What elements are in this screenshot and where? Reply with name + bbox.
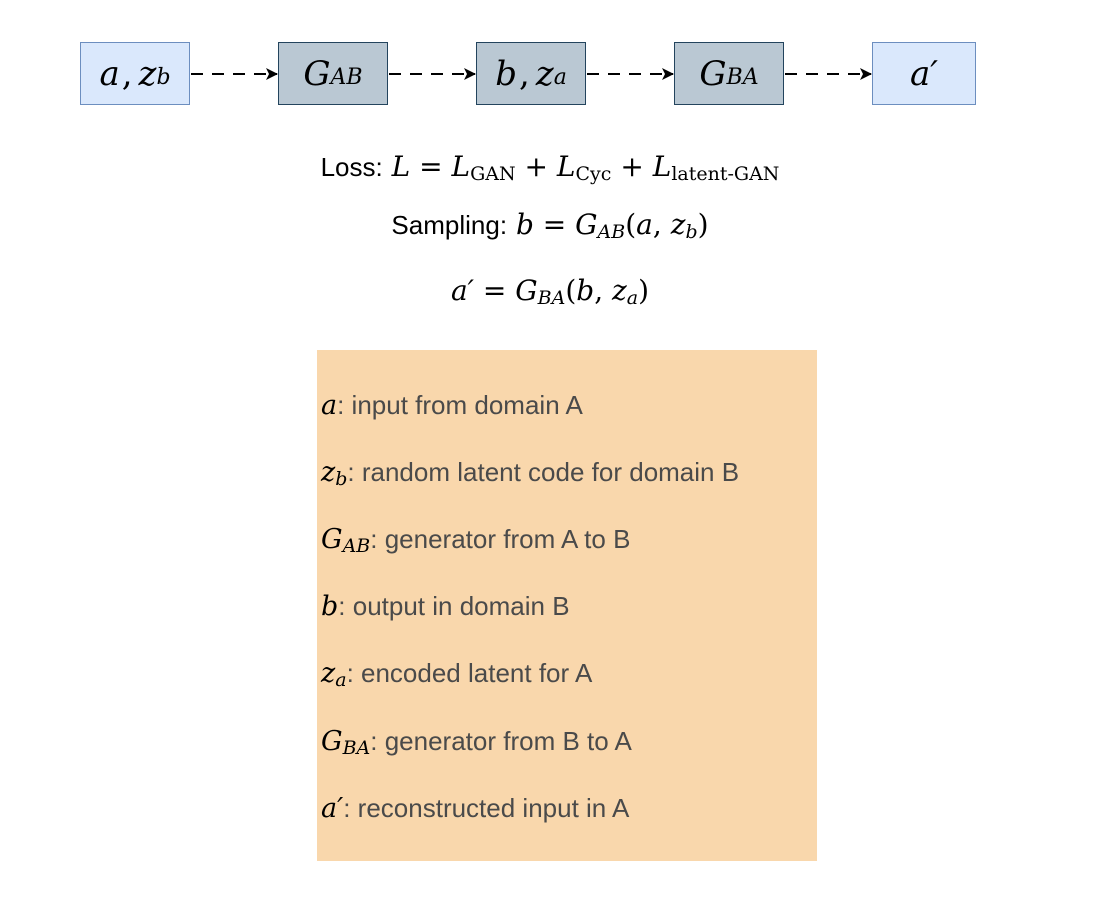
loss-label: Loss: [320,152,383,182]
node-subscript: AB [330,65,363,90]
node-separator: , [518,53,530,94]
legend-item-b: b: output in domain B [321,591,570,622]
legend-symbol-subscript: AB [342,535,371,557]
reconstruction-equation: a′ = GBA(b, za) [0,274,1100,309]
legend-item-a: a: input from domain A [321,390,583,421]
legend-symbol-base: G [321,524,343,555]
legend-text: : input from domain A [337,390,583,420]
node-symbol: z [535,53,554,94]
node-subscript: b [156,65,171,90]
sampling-label: Sampling: [391,210,508,240]
math-paren: ) [697,208,709,241]
legend-item-aprime: a′: reconstructed input in A [321,793,629,824]
legend-item-gba: GBA: generator from B to A [321,726,632,759]
node-symbol: a′ [910,53,938,94]
legend-item-gab: GAB: generator from A to B [321,524,631,557]
loss-equation: Loss: L = LGAN + LCyc + Llatent-GAN [0,150,1100,185]
legend-item-za: za: encoded latent for A [321,658,593,691]
legend-symbol-subscript: BA [342,737,371,759]
node-symbol: G [303,53,331,94]
legend-symbol-base: a′ [321,793,344,824]
math-subscript: b [685,221,698,243]
math-symbol: a [636,208,653,241]
math-subscript: AB [597,221,626,243]
math-symbol: G [575,208,598,241]
math-symbol: b [515,208,534,241]
math-subscript: latent-GAN [671,163,780,185]
math-paren: ) [638,274,650,307]
math-operator: = [419,150,443,183]
node-symbol: z [138,53,157,94]
math-operator: = [542,208,567,241]
node-separator: , [121,53,133,94]
legend-text: : reconstructed input in A [343,793,630,823]
flow-arrows [191,68,872,80]
legend-text: : output in domain B [338,591,570,621]
math-subscript: a [626,287,639,309]
legend-text: : random latent code for domain B [347,457,740,487]
legend-symbol: a [321,390,337,421]
math-comma: , [652,208,662,241]
legend-item-zb: zb: random latent code for domain B [321,457,740,490]
legend-symbol-base: z [321,457,336,488]
legend-symbol-subscript: b [335,468,348,490]
node-reconstruction-aprime: a′ [872,42,976,105]
legend-text: : generator from B to A [370,726,632,756]
math-subscript: BA [537,287,566,309]
node-symbol: G [699,53,727,94]
math-symbol: z [670,208,686,241]
math-symbol: z [612,274,627,307]
legend-symbol: GBA [321,726,371,759]
legend-symbol: GAB [321,524,371,557]
math-symbol: b [576,274,595,307]
node-symbol: b [495,53,517,94]
legend-symbol-base: a [321,390,338,421]
math-symbol: L [451,150,471,183]
legend-box: a: input from domain A zb: random latent… [317,350,817,861]
node-subscript: BA [726,65,759,90]
math-operator: + [524,150,549,183]
math-symbol: L [556,150,576,183]
math-symbol: L [652,150,672,183]
math-subscript: GAN [470,163,516,185]
legend-symbol-base: b [321,591,339,622]
legend-symbol: b [321,591,338,622]
legend-symbol-base: z [321,658,336,689]
legend-text: : generator from A to B [370,524,631,554]
legend-symbol-subscript: a [335,669,347,691]
math-symbol: L [391,150,411,183]
math-operator: = [482,274,507,307]
math-symbol: G [515,274,538,307]
legend-symbol: zb [321,457,348,490]
legend-symbol: a′ [321,793,343,824]
math-comma: , [594,274,604,307]
legend-text: : encoded latent for A [346,658,593,688]
math-symbol: a′ [450,274,474,307]
math-paren: ( [625,208,637,241]
node-symbol: a [99,53,120,94]
legend-symbol: za [321,658,347,691]
math-subscript: Cyc [575,163,612,185]
sampling-equation: Sampling: b = GAB(a, zb) [0,208,1100,243]
math-operator: + [620,150,644,183]
legend-symbol-base: G [321,726,343,757]
node-subscript: a [553,65,567,90]
math-paren: ( [565,274,577,307]
